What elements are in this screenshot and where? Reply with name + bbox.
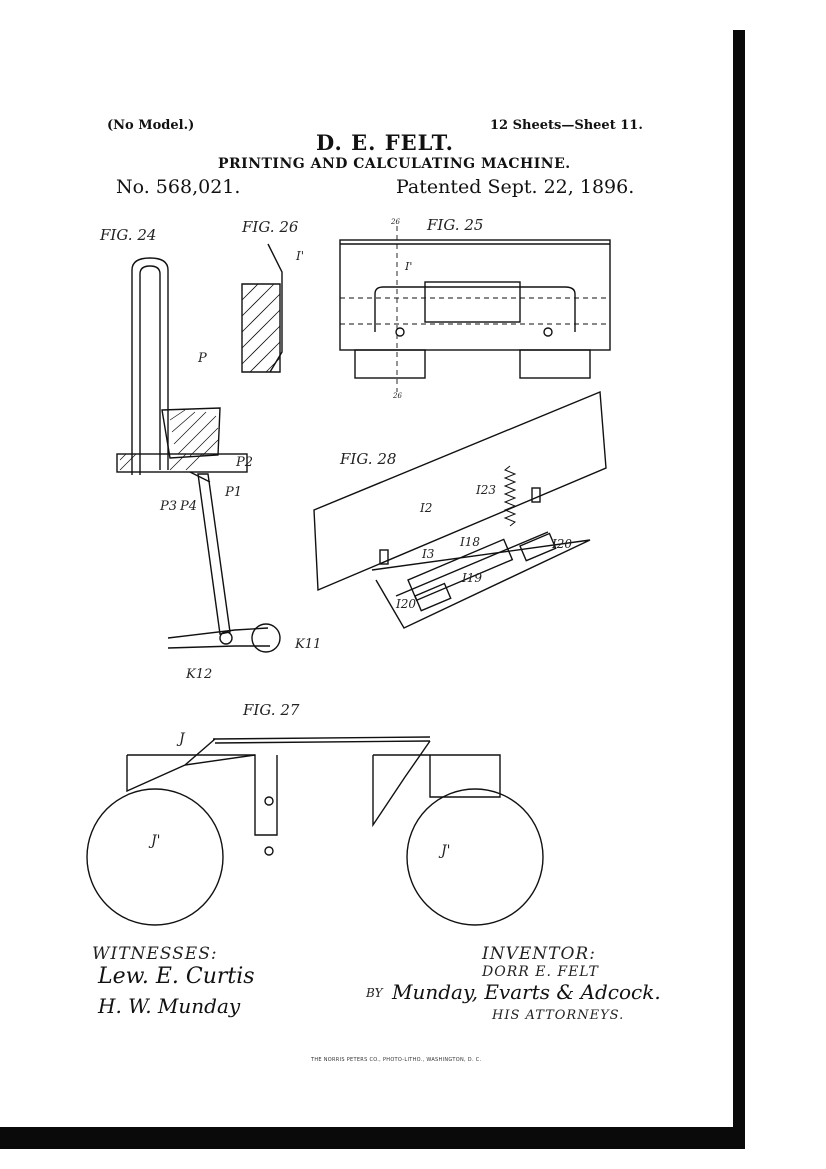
figure-28: FIG. 28 I2 I23 I18 I3 I20 I19 I20 [313, 390, 607, 629]
label-p: P [197, 351, 207, 366]
patent-title: PRINTING AND CALCULATING MACHINE. [218, 156, 571, 172]
figure-28-title: FIG. 28 [339, 450, 396, 468]
label-26-bottom: 26 [392, 392, 402, 400]
label-i23: I23 [475, 483, 496, 497]
witness-2-signature: H. W. Munday [98, 994, 241, 1018]
figure-26-title: FIG. 26 [241, 218, 299, 236]
printer-credit: THE NORRIS PETERS CO., PHOTO-LITHO., WAS… [311, 1057, 482, 1063]
scan-edge-bottom [0, 1127, 745, 1149]
figure-25: FIG. 25 I' 26 26 [339, 216, 611, 400]
model-note: (No Model.) [107, 118, 195, 133]
inventor-heading: D. E. FELT. [316, 130, 454, 155]
label-i1-fig25: I' [404, 260, 412, 273]
label-j1-left: J' [148, 833, 160, 849]
figure-27: FIG. 27 J J' J' [86, 701, 544, 926]
label-j: J [176, 731, 186, 747]
label-i1: I' [295, 249, 304, 263]
inventor-label: INVENTOR: [482, 944, 596, 964]
sheet-count: 12 Sheets—Sheet 11. [490, 118, 643, 133]
witnesses-label: WITNESSES: [92, 944, 218, 964]
attorneys-signature: Munday, Evarts & Adcock. [392, 980, 661, 1004]
figure-24: FIG. 24 P P2 P3 P4 P1 K11 K12 [99, 226, 321, 682]
patent-number: No. 568,021. [116, 176, 241, 198]
figure-26: FIG. 26 I' [241, 218, 304, 373]
attorneys-label: HIS ATTORNEYS. [492, 1008, 625, 1023]
label-p1: P1 [224, 485, 242, 500]
label-i18: I18 [459, 535, 480, 549]
label-p3: P3 [159, 499, 177, 514]
attorneys-by: BY [366, 986, 383, 1000]
label-i19: I19 [461, 571, 482, 585]
witness-1-signature: Lew. E. Curtis [98, 964, 255, 989]
figure-27-title: FIG. 27 [242, 701, 300, 719]
label-k12: K12 [185, 667, 212, 682]
label-k11: K11 [294, 637, 321, 652]
label-i3: I3 [421, 547, 435, 561]
scan-edge-right [733, 30, 745, 1149]
label-26-top: 26 [390, 218, 400, 226]
inventor-signature: DORR E. FELT [482, 964, 599, 980]
label-i20-left: I20 [395, 597, 416, 611]
figure-24-title: FIG. 24 [99, 226, 156, 244]
figure-25-title: FIG. 25 [426, 216, 483, 234]
label-i2: I2 [419, 501, 432, 515]
label-i20-right: I20 [551, 537, 572, 551]
label-j1-right: J' [438, 843, 450, 859]
patent-date: Patented Sept. 22, 1896. [396, 176, 635, 198]
label-p2: P2 [235, 455, 253, 470]
label-p4: P4 [179, 499, 197, 514]
